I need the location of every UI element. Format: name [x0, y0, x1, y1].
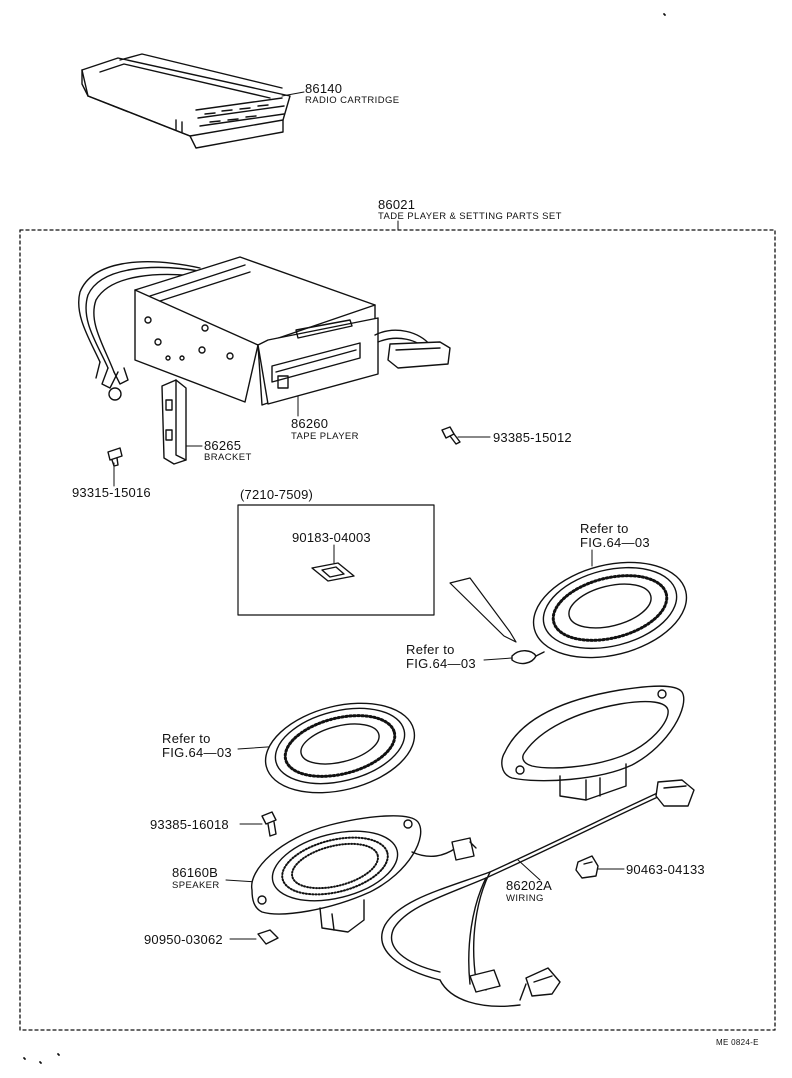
set-boundary [19, 229, 776, 1031]
set-part-number: 86021 [378, 197, 416, 212]
inset-period: (7210-7509) [240, 487, 314, 502]
reference-note-2-line2: FIG.64—03 [406, 656, 476, 671]
screw-c-part-number: 93385-16018 [150, 817, 229, 832]
nut-part-number: 90950-03062 [144, 932, 223, 947]
specks [23, 13, 666, 1064]
speaker-bracket-drawing [501, 685, 685, 801]
tape-player-part-number: 86260 [291, 416, 329, 431]
gasket-drawing [311, 562, 355, 582]
wiring-name: WIRING [506, 893, 544, 904]
bracket-part-number: 86265 [204, 438, 242, 453]
reference-note-3-line2: FIG.64—03 [162, 745, 232, 760]
arrow-drawing [449, 577, 517, 643]
radio-cartridge-drawing [81, 53, 291, 149]
footer-code: ME 0824-E [716, 1038, 759, 1047]
clip-drawing [575, 855, 599, 879]
reference-note-1-line1: Refer to [580, 521, 629, 536]
speaker-drawing [251, 815, 477, 933]
bracket-drawing [161, 379, 187, 465]
speaker-name: SPEAKER [172, 880, 220, 891]
wiring-drawing [381, 779, 695, 1007]
wiring-part-number: 86202A [506, 878, 553, 893]
radio-cartridge-name: RADIO CARTRIDGE [305, 95, 400, 106]
bracket-name: BRACKET [204, 452, 252, 463]
screw-93315-drawing [107, 447, 123, 467]
grille-left-drawing [264, 702, 416, 794]
radio-cartridge-part-number: 86140 [305, 81, 343, 96]
tape-player-name: TAPE PLAYER [291, 431, 359, 442]
screw-a-part-number: 93315-15016 [72, 485, 151, 500]
reference-note-1-line2: FIG.64—03 [580, 535, 650, 550]
set-name: TADE PLAYER & SETTING PARTS SET [378, 211, 562, 222]
reference-note-2-line1: Refer to [406, 642, 455, 657]
reference-note-3-line1: Refer to [162, 731, 211, 746]
grille-upper-drawing [511, 561, 688, 665]
clip-part-number: 90463-04133 [626, 862, 705, 877]
inset-part-number: 90183-04003 [292, 530, 371, 545]
screw-b-part-number: 93385-15012 [493, 430, 572, 445]
tape-player-drawing [78, 256, 451, 406]
screw-93385-16018-drawing [261, 811, 277, 837]
inset-box [237, 504, 435, 616]
speaker-part-number: 86160B [172, 865, 219, 880]
screw-93385-15012-drawing [441, 426, 461, 445]
nut-drawing [257, 929, 279, 945]
